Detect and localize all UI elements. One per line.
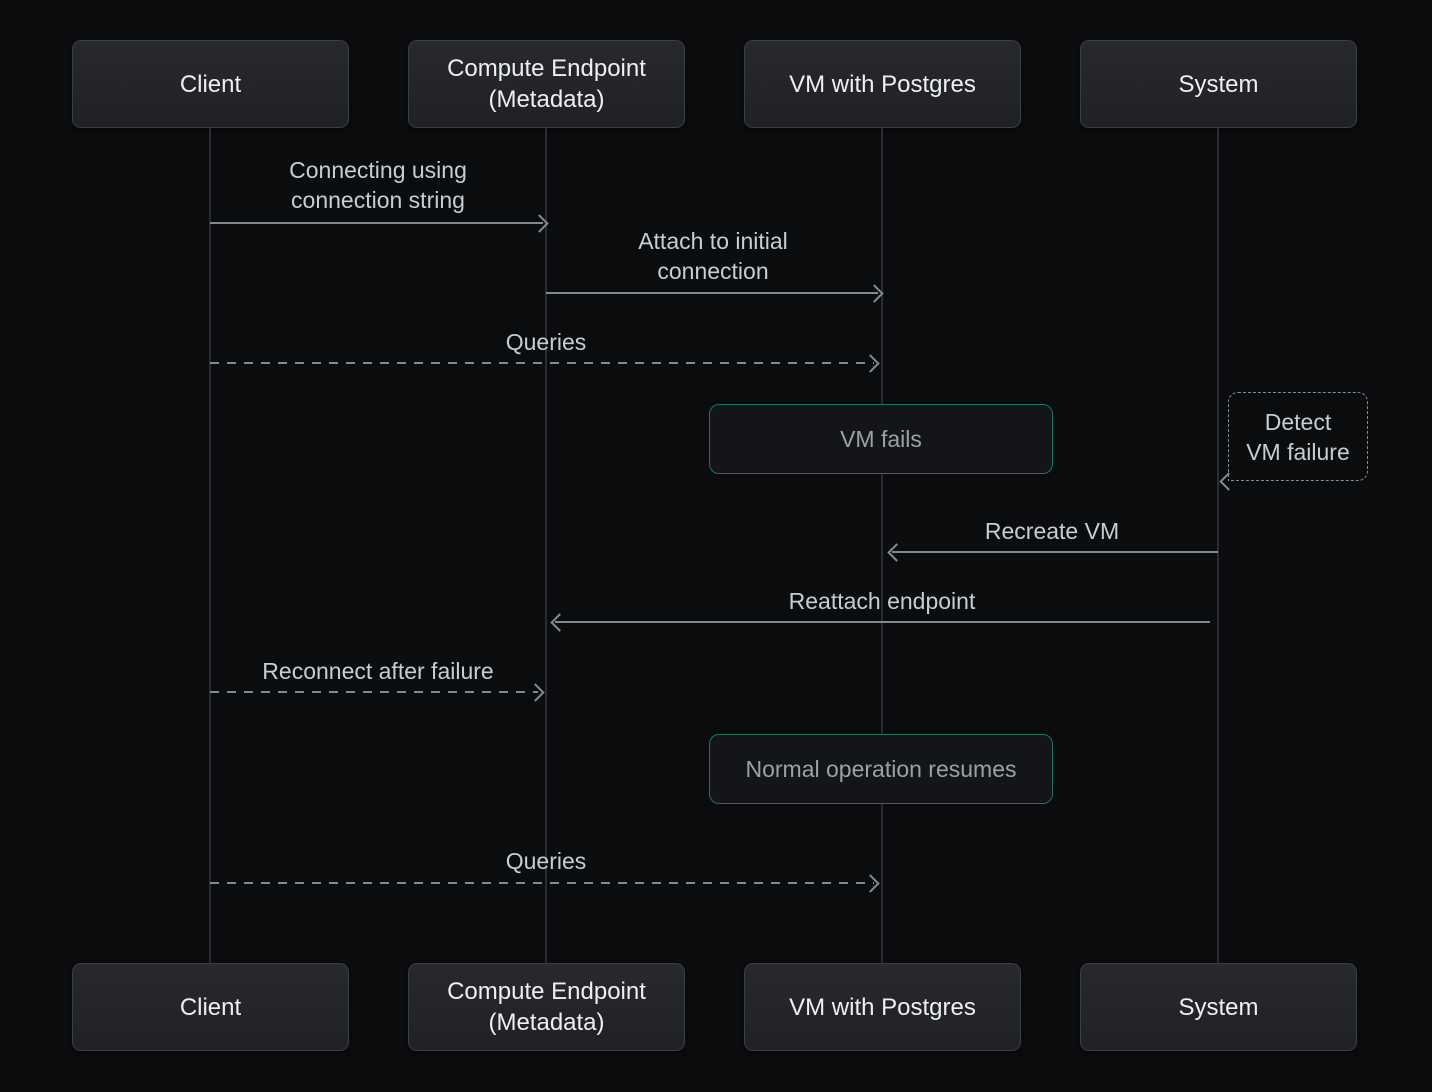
arrowhead-right-icon [526,683,545,702]
message-line-attach [546,292,878,294]
message-line-queries-1 [210,362,874,364]
message-line-connecting [210,222,543,224]
arrowhead-left-icon [550,613,569,632]
message-label-queries-2: Queries [505,848,587,874]
arrowhead-left-icon [887,543,906,562]
actor-vm-postgres-top: VM with Postgres [744,40,1021,128]
message-label-attach: Attach to initial connection [638,228,788,284]
actor-client-bottom: Client [72,963,349,1051]
actor-vm-postgres-bottom: VM with Postgres [744,963,1021,1051]
actor-compute-endpoint-bottom: Compute Endpoint (Metadata) [408,963,685,1051]
message-line-recreate-vm [892,551,1218,553]
message-line-queries-2 [210,882,874,884]
state-vm-fails: VM fails [709,404,1053,474]
actor-system-bottom: System [1080,963,1357,1051]
note-detect-vm-failure: Detect VM failure [1228,392,1368,481]
arrowhead-right-icon [861,874,880,893]
message-label-connecting: Connecting using connection string [289,157,467,213]
lifeline-client [209,128,211,963]
message-line-reattach [555,621,1210,623]
lifeline-vm-postgres [881,128,883,963]
actor-compute-endpoint-top: Compute Endpoint (Metadata) [408,40,685,128]
message-label-queries-1: Queries [505,329,587,355]
actor-client-top: Client [72,40,349,128]
message-line-reconnect [210,691,538,693]
message-label-reconnect: Reconnect after failure [262,658,494,684]
message-label-recreate-vm: Recreate VM [984,518,1120,544]
lifeline-compute-endpoint [545,128,547,963]
lifeline-system [1217,128,1219,963]
actor-system-top: System [1080,40,1357,128]
message-label-reattach: Reattach endpoint [788,588,976,614]
arrowhead-right-icon [861,354,880,373]
state-normal-operation: Normal operation resumes [709,734,1053,804]
